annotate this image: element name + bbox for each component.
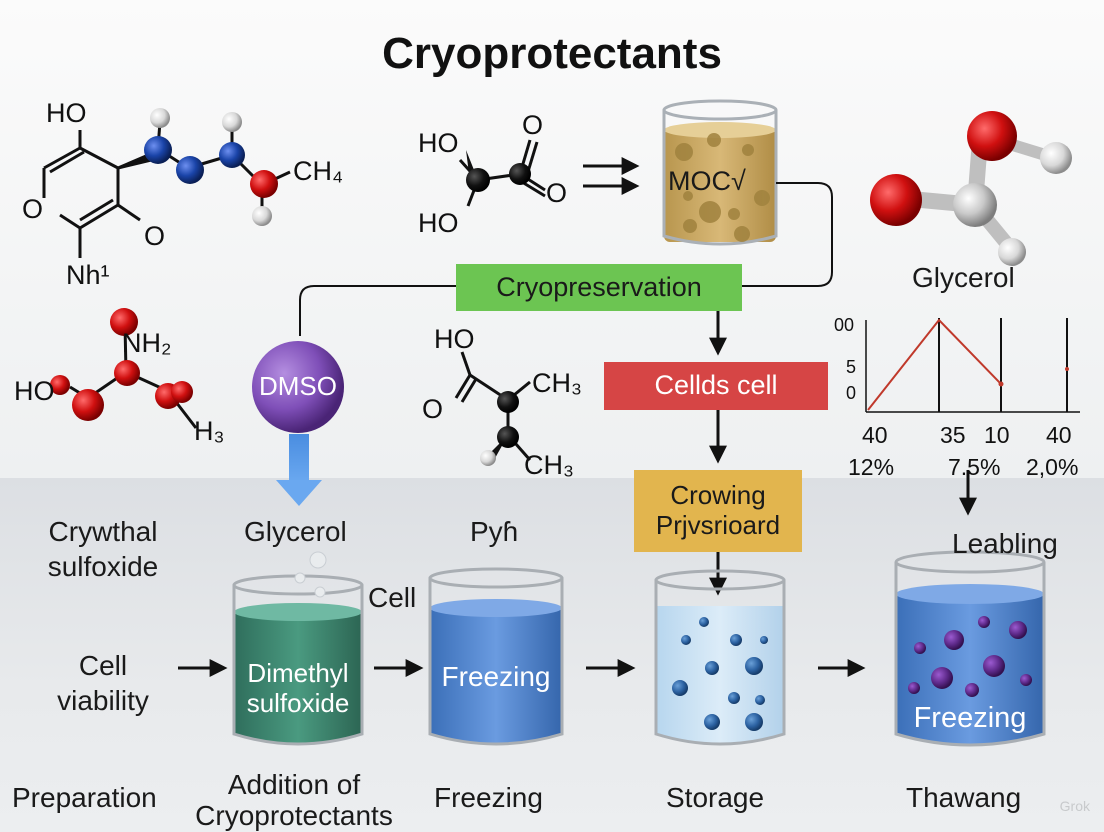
atom-label-ho: HO	[418, 128, 459, 158]
molecule-oxalate	[458, 139, 640, 207]
beaker-dmso-label: Dimethyl sulfoxide	[246, 658, 350, 718]
beaker-freezing-label: Freezing	[441, 660, 551, 692]
molecule-red-chain	[50, 308, 198, 429]
atom-label-ho: HO	[14, 376, 55, 406]
atom-label-nh2: NH₂	[122, 328, 172, 358]
dmso-label: DMSO	[259, 371, 337, 402]
step-thawang: Thawang	[906, 782, 1022, 813]
molecule-lactate	[454, 351, 532, 466]
step-addition: Addition of Cryoprotectants	[195, 769, 393, 831]
chart-x-value: 10	[984, 422, 1010, 448]
atom-label-ch4: CH₄	[293, 156, 344, 186]
beaker-label: MOC√	[668, 166, 746, 196]
cell-viability-label: Cell viability	[57, 650, 149, 716]
atom-label-o: O	[144, 221, 166, 251]
chart-y-tick: 5	[846, 357, 857, 377]
glycerol-molecule-model	[870, 111, 1072, 266]
chart-x-value: 35	[940, 422, 966, 448]
step-preparation: Preparation	[12, 782, 157, 813]
page-title: Cryoprotectants	[382, 29, 722, 78]
chart-percent: 12%	[848, 454, 895, 480]
atom-label-o: O	[546, 178, 568, 208]
chart-percent: 7.5%	[948, 454, 1001, 480]
chart-x-value: 40	[1046, 422, 1072, 448]
atom-label-ho: HO	[46, 98, 87, 128]
line-chart	[865, 318, 1080, 413]
beaker-freezing	[428, 567, 564, 746]
glycerol-label-bottom: Glycerol	[244, 516, 347, 547]
cryopreservation-box: Cryopreservation	[456, 264, 742, 311]
connector-lines	[299, 182, 833, 336]
atom-label-ho: HO	[418, 208, 459, 238]
atom-label-o: O	[22, 194, 44, 224]
atom-label-nh: Nh¹	[66, 260, 110, 290]
chart-y-tick: 00	[834, 315, 855, 335]
chart-y-tick: 0	[846, 383, 857, 403]
dmso-node	[252, 341, 344, 506]
chart-x-value: 40	[862, 422, 888, 448]
molecule-ring-atoms	[144, 108, 278, 226]
watermark: Grok	[1059, 798, 1090, 814]
cell-label: Cell	[368, 582, 417, 613]
atom-label-ch3: CH₃	[532, 368, 582, 398]
atom-label-o: O	[422, 394, 444, 424]
beaker-storage	[654, 569, 786, 746]
cells-cell-box: Cellds cell	[604, 362, 828, 410]
atom-label-ch3: CH₃	[524, 450, 574, 480]
crywthal-sulfoxide-label: Crywthal sulfoxide	[47, 516, 159, 582]
step-freezing: Freezing	[434, 782, 543, 813]
step-storage: Storage	[666, 782, 765, 813]
pyh-label: Pyɦ	[470, 516, 519, 547]
atom-label-h3: H₃	[194, 416, 225, 446]
beaker-thawing	[894, 550, 1046, 747]
atom-label-o: O	[522, 110, 544, 140]
beaker-thawing-label: Freezing	[913, 702, 1027, 735]
leabling-label: Leabling	[952, 528, 1058, 559]
atom-label-ho: HO	[434, 324, 475, 354]
glycerol-label-top: Glycerol	[912, 262, 1015, 293]
chart-percent: 2,0%	[1026, 454, 1079, 480]
beaker-dmso	[232, 551, 364, 746]
crowing-box: Crowing Prjvsrioard	[634, 470, 802, 552]
top-beaker	[662, 99, 778, 246]
